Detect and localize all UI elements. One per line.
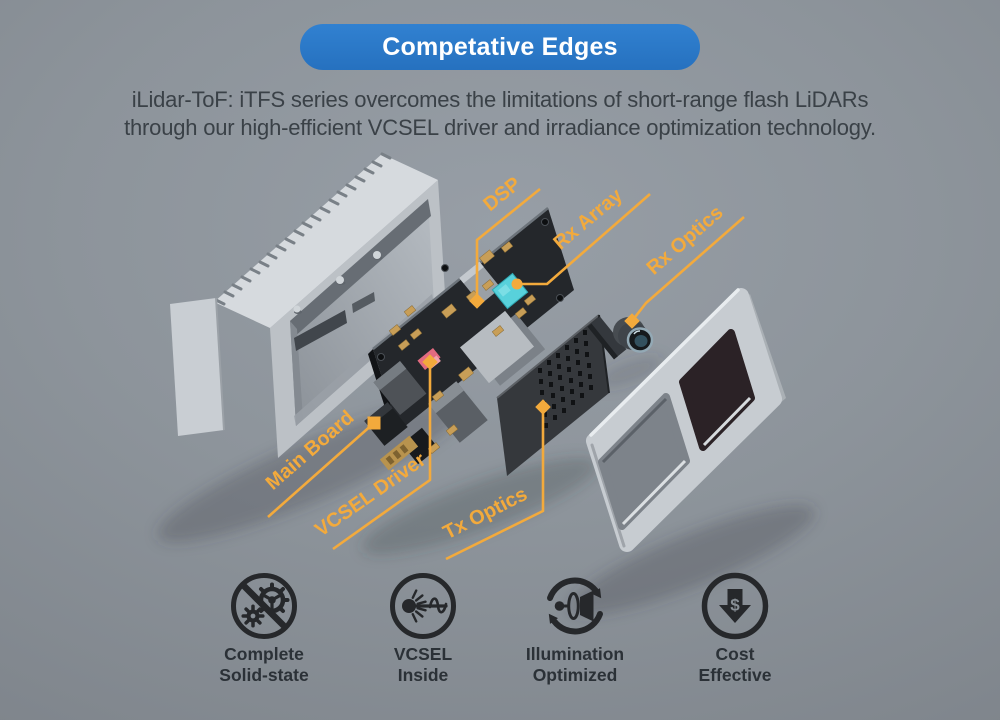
feature-illumination-optimized: Illumination Optimized <box>495 570 655 686</box>
vcsel-emitter-icon <box>390 573 456 639</box>
front-bezel <box>586 288 786 552</box>
feature-label: Cost Effective <box>698 644 772 685</box>
board-connector <box>379 435 419 471</box>
io-slot <box>294 310 347 351</box>
title-badge: Competative Edges <box>300 24 700 70</box>
feature-label: VCSEL Inside <box>393 644 453 685</box>
callout-rx-array-label: Rx Array <box>549 184 627 255</box>
camera-lens <box>634 335 648 347</box>
rx-optics-camera <box>587 316 654 360</box>
feature-cost-effective: $ Cost Effective <box>655 570 815 686</box>
processor-chip <box>459 310 546 386</box>
bezel-window-right <box>679 329 755 451</box>
housing-shell <box>170 152 446 458</box>
heatsink-fins <box>214 152 392 306</box>
feature-label: Illumination Optimized <box>525 644 625 685</box>
subtitle-line-1: iLidar-ToF: iTFS series overcomes the li… <box>131 87 869 112</box>
feature-complete-solid-state: Complete Solid-state <box>184 570 344 686</box>
feature-vcsel-inside: VCSEL Inside <box>343 570 503 686</box>
subtitle-line-2: through our high-efficient VCSEL driver … <box>124 115 876 140</box>
feature-label: Complete Solid-state <box>219 644 309 685</box>
diffuser-holes <box>538 330 593 428</box>
title-badge-label: Competative Edges <box>382 32 618 61</box>
cost-down-arrow-icon: $ <box>701 572 769 640</box>
callout-dsp-label: DSP <box>479 173 525 216</box>
feature-row: Complete Solid-state VCSEL Inside <box>0 570 1000 720</box>
dollar-glyph: $ <box>730 596 740 615</box>
lens-rotation-icon <box>547 577 603 635</box>
bezel-window-left <box>598 393 690 530</box>
screw-posts <box>293 251 383 314</box>
subtitle: iLidar-ToF: iTFS series overcomes the li… <box>0 86 1000 142</box>
mount-holes <box>377 218 564 361</box>
gears-prohibited-icon <box>231 573 297 639</box>
main-board-pcb <box>364 207 574 471</box>
